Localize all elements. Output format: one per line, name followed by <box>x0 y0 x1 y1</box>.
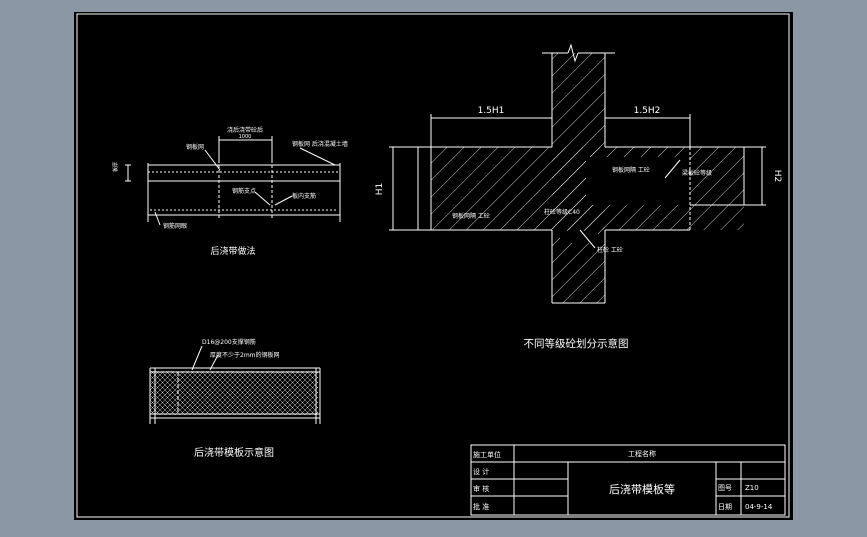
dim-h2: H2 <box>772 170 782 183</box>
label-support-rebar: D16@200支撑钢筋 <box>202 338 256 346</box>
tb-project-name: 工程名称 <box>628 449 656 458</box>
caption-concrete-grades: 不同等级砼划分示意图 <box>524 337 629 350</box>
caption-formwork: 后浇带模板示意图 <box>194 446 274 459</box>
label-slab-band: 板内支筋 <box>292 192 316 200</box>
label-beam-grade: 梁板砼等级 <box>682 169 712 177</box>
label-width-1000: 1000 <box>239 134 252 140</box>
label-rebar-support: 钢筋支点 <box>232 187 256 195</box>
caption-post-pour-method: 后浇带做法 <box>210 245 255 257</box>
detail-concrete-grades <box>389 43 766 304</box>
tb-approve: 批 准 <box>473 502 489 511</box>
title-block <box>470 444 786 516</box>
tb-date: 04-9-14 <box>745 503 773 511</box>
dim-1-5h2: 1.5H2 <box>634 106 661 116</box>
label-pour-top: 浇后浇带砼后 <box>227 126 263 134</box>
tb-drawing-title: 后浇带模板等 <box>609 482 675 496</box>
tb-review: 审 核 <box>473 484 489 493</box>
label-column-grade: 柱砼等级C40 <box>544 208 580 216</box>
label-mesh-left: 钢板网 <box>186 143 204 151</box>
label-column-joint: 柱砼 工砼 <box>597 246 623 254</box>
label-mesh-right: 钢板网 后浇混凝土墙 <box>292 140 348 148</box>
label-steel-mesh: 厚度不少于2mm的钢板网 <box>210 351 280 359</box>
label-slab-thickness: 板厚 <box>112 162 119 172</box>
tb-construction-unit: 施工单位 <box>473 450 501 459</box>
label-mesh-right-zone: 钢板网隔 工砼 <box>612 166 650 174</box>
dim-h1: H1 <box>375 183 385 196</box>
tb-design: 设 计 <box>473 467 489 476</box>
tb-drawing-no: Z10 <box>745 484 759 492</box>
label-mesh-left-zone: 钢板网隔 工砼 <box>452 212 490 220</box>
detail-post-pour-method <box>125 136 341 226</box>
tb-date-label: 日期 <box>718 503 732 511</box>
detail-formwork <box>149 345 321 424</box>
dim-1-5h1: 1.5H1 <box>478 106 505 116</box>
tb-drawing-no-label: 图号 <box>718 484 732 492</box>
sheet-background <box>74 12 793 520</box>
label-bottom-mesh: 钢筋网眼 <box>163 222 187 230</box>
sheet-border <box>76 13 790 518</box>
